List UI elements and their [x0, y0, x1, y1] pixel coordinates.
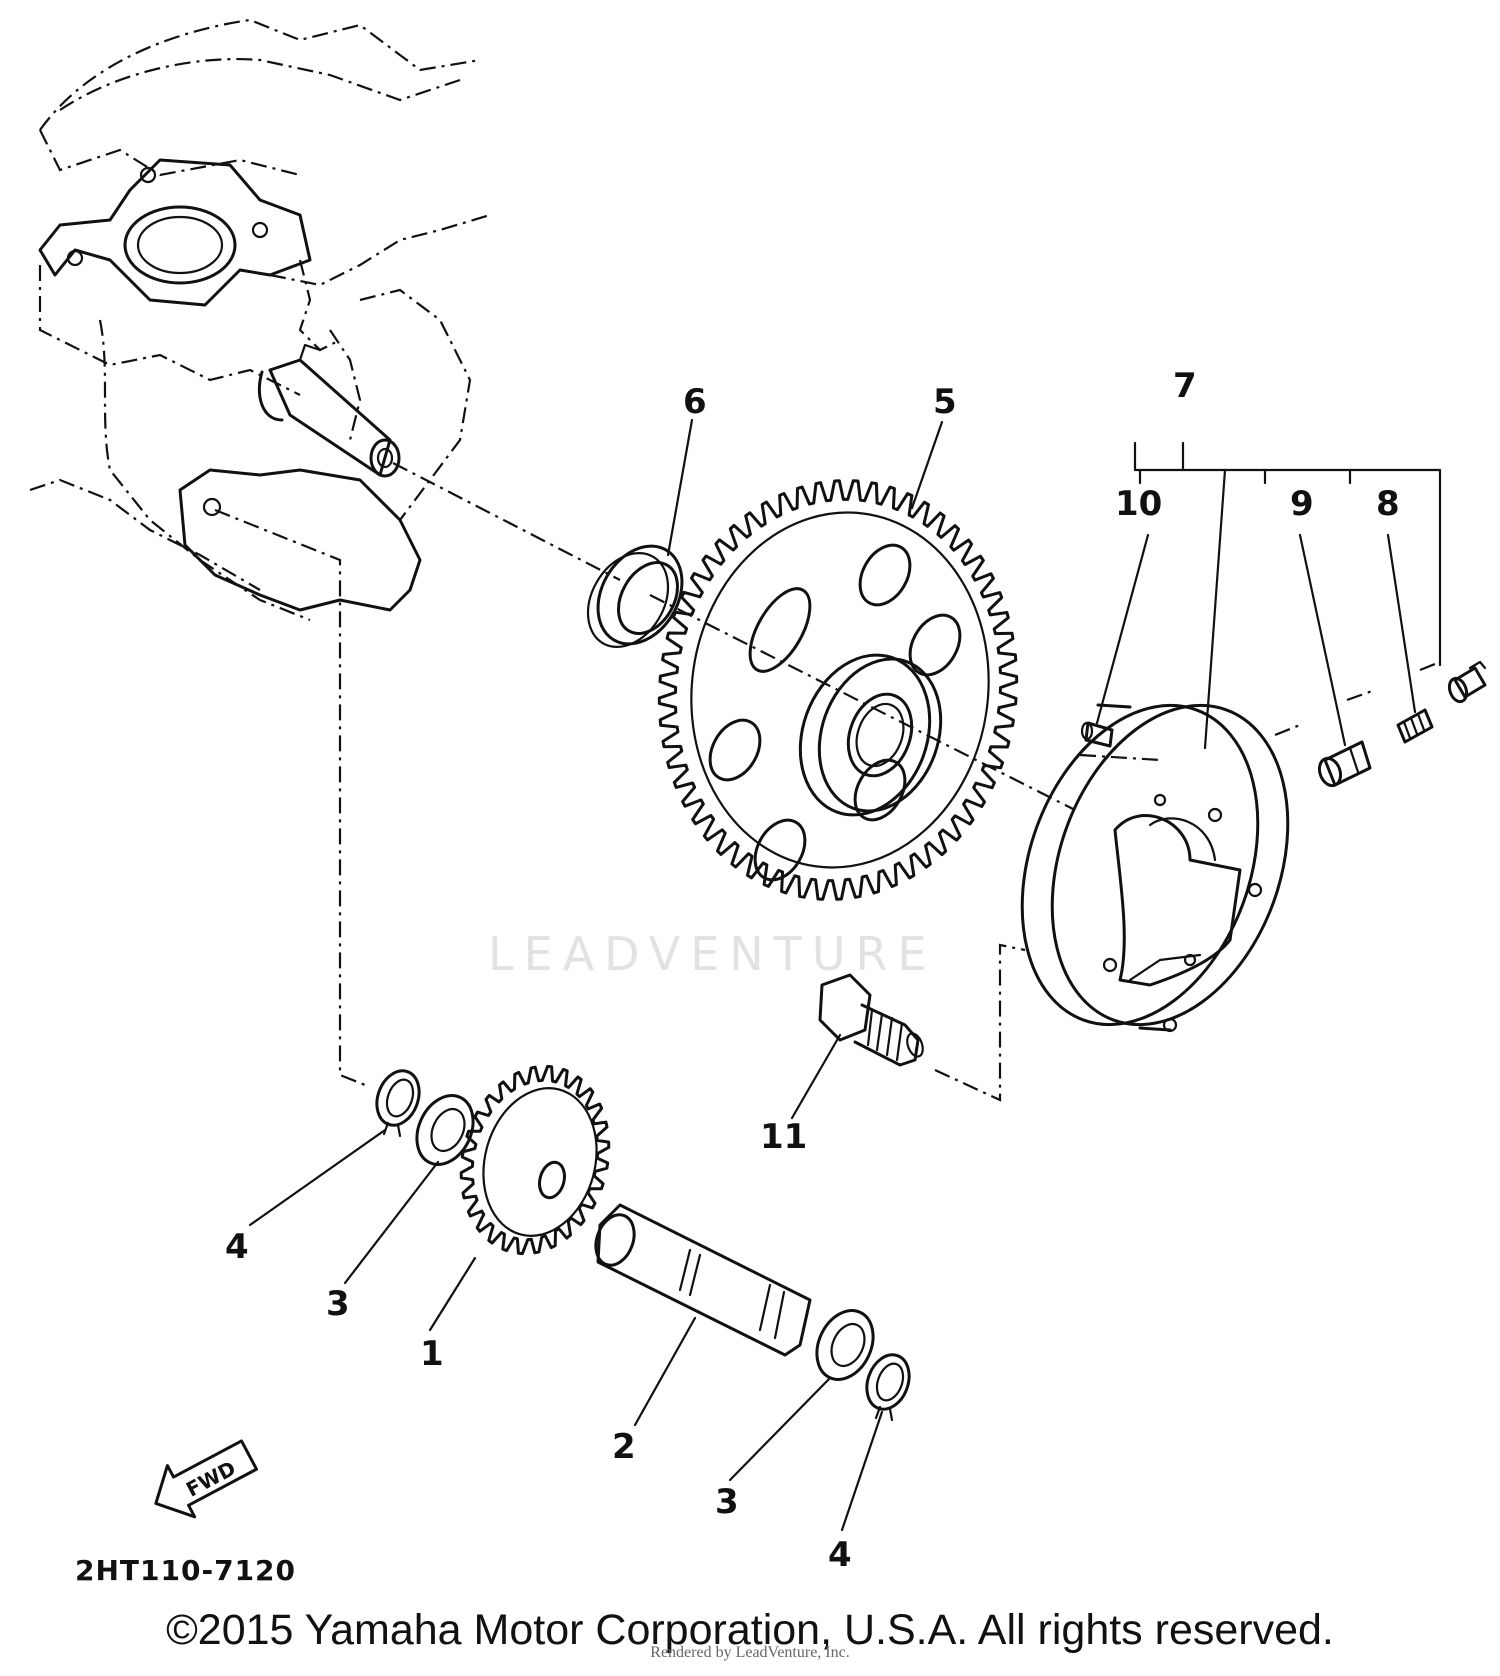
callout-10: 10 — [1115, 484, 1162, 524]
callout-7: 7 — [1173, 366, 1197, 406]
callout-4-left: 4 — [225, 1227, 249, 1267]
part-5-starter-gear — [657, 479, 1019, 901]
callout-1: 1 — [420, 1334, 444, 1374]
copyright-notice: ©2015 Yamaha Motor Corporation, U.S.A. A… — [166, 1606, 1334, 1654]
part-4-circlip-left — [375, 1069, 421, 1138]
callout-9: 9 — [1290, 484, 1314, 524]
part-3-washer-right — [815, 1309, 875, 1381]
callout-5: 5 — [933, 382, 957, 422]
watermark: LEADVENTURE — [488, 927, 937, 981]
part-4-circlip-right — [865, 1353, 911, 1422]
part-3-washer-left — [415, 1094, 475, 1166]
part-10-pin — [1080, 721, 1114, 748]
callouts: 6 5 7 10 9 8 11 4 3 1 2 3 4 — [225, 366, 1400, 1575]
rendered-by-credit: Rendered by LeadVenture, Inc. — [650, 1644, 850, 1661]
callout-2: 2 — [612, 1427, 636, 1467]
part-11-bolt — [818, 973, 924, 1067]
part-7-cap — [1447, 660, 1487, 704]
callout-3-left: 3 — [326, 1284, 350, 1324]
part-1-idler-gear — [459, 1064, 611, 1256]
engine-block — [29, 18, 491, 622]
part-7-starter-clutch — [1020, 703, 1290, 1033]
callout-6: 6 — [683, 382, 707, 422]
part-6-washer — [586, 544, 684, 648]
part-8-spring — [1396, 708, 1434, 744]
callout-11: 11 — [760, 1117, 807, 1157]
fwd-arrow-icon: FWD — [154, 1439, 259, 1519]
callout-4-right: 4 — [828, 1535, 852, 1575]
callout-8: 8 — [1376, 484, 1400, 524]
part-2-shaft — [594, 1203, 812, 1357]
drawing-code: 2HT110-7120 — [75, 1554, 296, 1587]
guide-lines — [214, 462, 1436, 1102]
callout-3-right: 3 — [715, 1482, 739, 1522]
part-9-roller — [1317, 740, 1372, 788]
leader-lines — [248, 418, 1442, 1532]
